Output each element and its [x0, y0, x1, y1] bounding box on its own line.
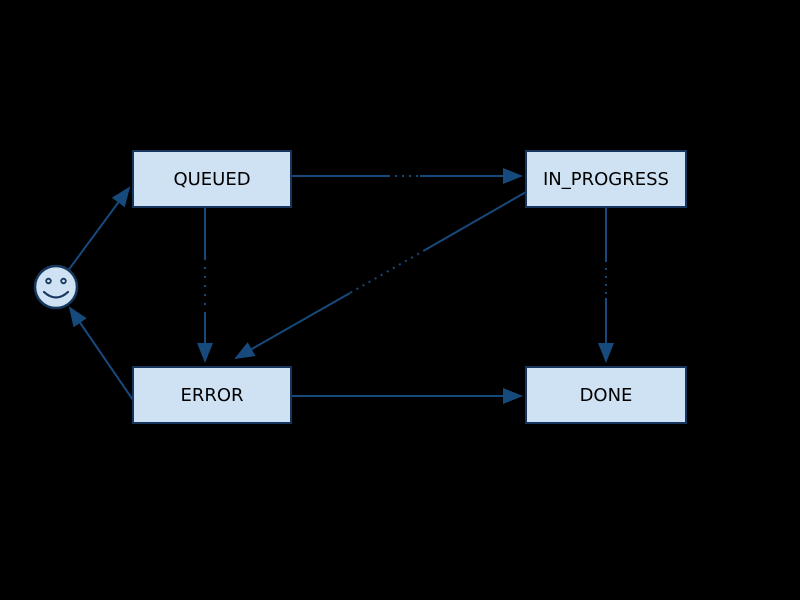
node-queued: QUEUED: [132, 150, 292, 208]
node-error: ERROR: [132, 366, 292, 424]
node-in-progress-label: IN_PROGRESS: [543, 169, 669, 190]
node-error-label: ERROR: [180, 385, 243, 406]
node-done-label: DONE: [580, 385, 633, 406]
edge-error-to-user: [68, 306, 134, 401]
node-queued-label: QUEUED: [173, 169, 250, 190]
node-done: DONE: [525, 366, 687, 424]
smiley-mouth-icon: [42, 290, 70, 299]
smiley-right-eye-icon: [60, 277, 67, 285]
edge-in-progress-to-error: [234, 191, 527, 359]
smiley-face-icon: [33, 264, 79, 310]
user-actor: [33, 264, 79, 310]
node-in-progress: IN_PROGRESS: [525, 150, 687, 208]
edge-user-to-queued: [67, 186, 131, 271]
smiley-left-eye-icon: [45, 277, 52, 285]
